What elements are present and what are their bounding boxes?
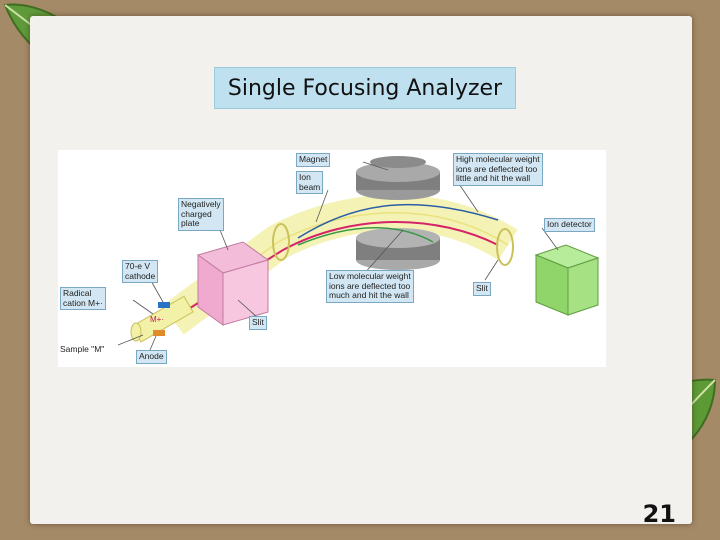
ion-path-high	[297, 203, 499, 239]
label-ion-detector: Ion detector	[544, 218, 595, 232]
label-anode: Anode	[136, 350, 167, 364]
anode-block	[153, 330, 165, 336]
label-negatively-charged-plate: Negatively charged plate	[178, 198, 224, 231]
label-ion-beam: Ion beam	[296, 171, 324, 194]
ion-path-low	[297, 227, 434, 246]
label-high-molecular-weight: High molecular weight ions are deflected…	[453, 153, 543, 186]
ion-detector	[534, 244, 600, 316]
mass-spectrometer-diagram: Magnet Ion beam High molecular weight io…	[58, 150, 606, 367]
label-70ev-cathode: 70-e V cathode	[122, 260, 159, 283]
label-magnet: Magnet	[296, 153, 331, 167]
page-number: 21	[642, 500, 676, 528]
label-low-molecular-weight: Low molecular weight ions are deflected …	[326, 270, 414, 303]
label-slit-left: Slit	[249, 316, 267, 330]
slide-title: Single Focusing Analyzer	[214, 67, 516, 109]
magnet-top	[356, 156, 440, 200]
label-radical-cation: Radical cation M+·	[60, 287, 106, 310]
ionization-chamber	[196, 241, 270, 326]
magnet-bottom	[356, 228, 440, 270]
diagram-graphic	[117, 156, 600, 351]
cathode-block	[158, 302, 170, 308]
label-sample: Sample "M"	[60, 344, 105, 354]
label-ion-symbol: M+·	[150, 315, 164, 324]
label-slit-right: Slit	[473, 282, 491, 296]
ion-path-main	[162, 221, 499, 326]
